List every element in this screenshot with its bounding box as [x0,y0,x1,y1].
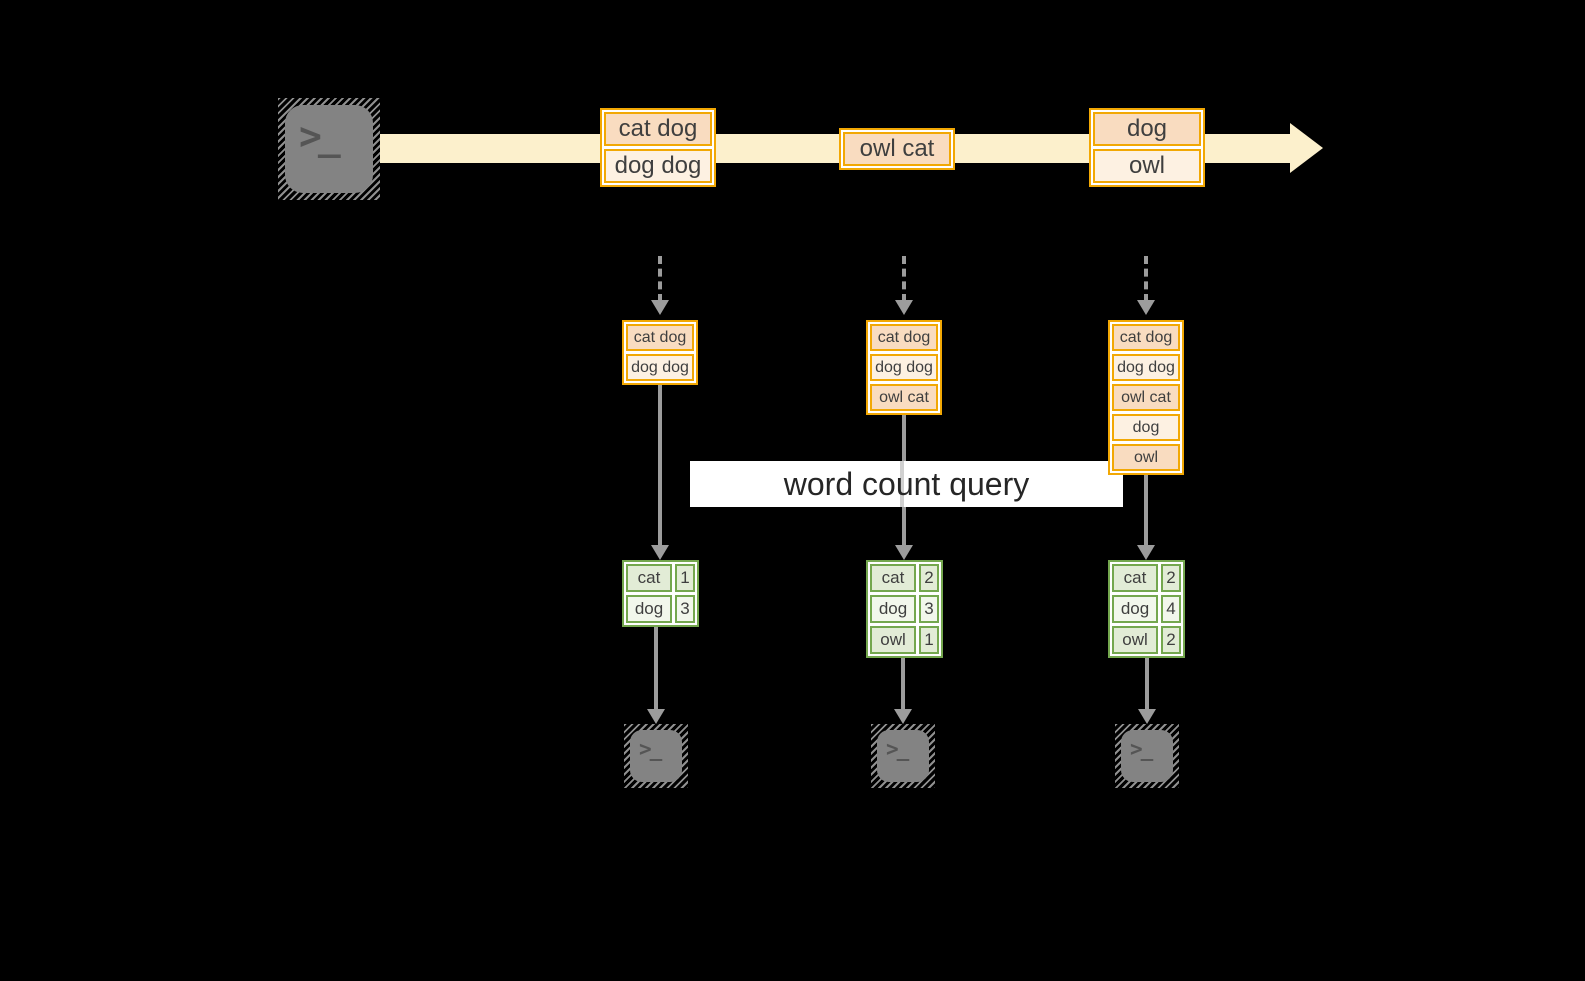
arrowhead-icon [895,300,913,315]
input-state-1: cat dog dog dog [622,320,698,385]
query-label-band: word count query [690,461,1123,507]
process-arrow-3 [1144,475,1148,545]
state-row: dog dog [1112,354,1180,381]
sink-terminal-icon-1: >_ [624,724,688,788]
arrowhead-icon [1138,709,1156,724]
query-label: word count query [783,465,1030,502]
arrow-through-band [900,461,904,507]
output-arrow-2 [901,658,905,709]
batch-row: dog dog [604,149,712,183]
state-row: owl cat [1112,384,1180,411]
count-value-cell: 3 [919,595,939,623]
count-value-cell: 2 [1161,564,1181,592]
sink-terminal-icon-3: >_ [1115,724,1179,788]
state-row: owl cat [870,384,938,411]
stream-batch-1: cat dog dog dog [600,108,716,187]
source-terminal-icon: >_ [278,98,380,200]
state-row: cat dog [870,324,938,351]
input-state-3: cat dog dog dog owl cat dog owl [1108,320,1184,475]
terminal-prompt-icon: >_ [886,737,909,761]
state-row: owl [1112,444,1180,471]
terminal-prompt-icon: >_ [1130,737,1153,761]
arrowhead-icon [895,545,913,560]
batch-row: owl [1093,149,1201,183]
trigger-arrow-1 [658,256,662,302]
terminal-prompt-icon: >_ [299,114,341,158]
arrowhead-icon [651,300,669,315]
count-value-cell: 4 [1161,595,1181,623]
arrowhead-icon [1137,545,1155,560]
terminal-body: >_ [1121,730,1173,782]
terminal-prompt-icon: >_ [639,737,662,761]
result-table-1: cat 1 dog 3 [622,560,699,627]
count-value-cell: 2 [1161,626,1181,654]
count-word-cell: dog [1112,595,1158,623]
count-word-cell: dog [870,595,916,623]
count-value-cell: 1 [919,626,939,654]
state-row: cat dog [1112,324,1180,351]
state-row: dog [1112,414,1180,441]
output-arrow-3 [1145,658,1149,709]
count-value-cell: 1 [675,564,695,592]
count-word-cell: cat [870,564,916,592]
terminal-body: >_ [285,105,373,193]
terminal-body: >_ [630,730,682,782]
batch-row: owl cat [843,132,951,166]
count-word-cell: cat [1112,564,1158,592]
sink-terminal-icon-2: >_ [871,724,935,788]
state-row: dog dog [870,354,938,381]
trigger-arrow-2 [902,256,906,302]
result-table-2: cat 2 dog 3 owl 1 [866,560,943,658]
arrowhead-icon [1137,300,1155,315]
input-state-2: cat dog dog dog owl cat [866,320,942,415]
count-word-cell: owl [870,626,916,654]
terminal-body: >_ [877,730,929,782]
stream-arrowhead-icon [1290,123,1323,173]
arrowhead-icon [651,545,669,560]
arrowhead-icon [894,709,912,724]
count-word-cell: cat [626,564,672,592]
stream-batch-3: dog owl [1089,108,1205,187]
count-word-cell: dog [626,595,672,623]
count-value-cell: 3 [675,595,695,623]
batch-row: cat dog [604,112,712,146]
state-row: cat dog [626,324,694,351]
state-row: dog dog [626,354,694,381]
batch-row: dog [1093,112,1201,146]
stream-batch-2: owl cat [839,128,955,170]
arrowhead-icon [647,709,665,724]
output-arrow-1 [654,627,658,709]
process-arrow-1 [658,385,662,545]
count-value-cell: 2 [919,564,939,592]
result-table-3: cat 2 dog 4 owl 2 [1108,560,1185,658]
trigger-arrow-3 [1144,256,1148,302]
count-word-cell: owl [1112,626,1158,654]
